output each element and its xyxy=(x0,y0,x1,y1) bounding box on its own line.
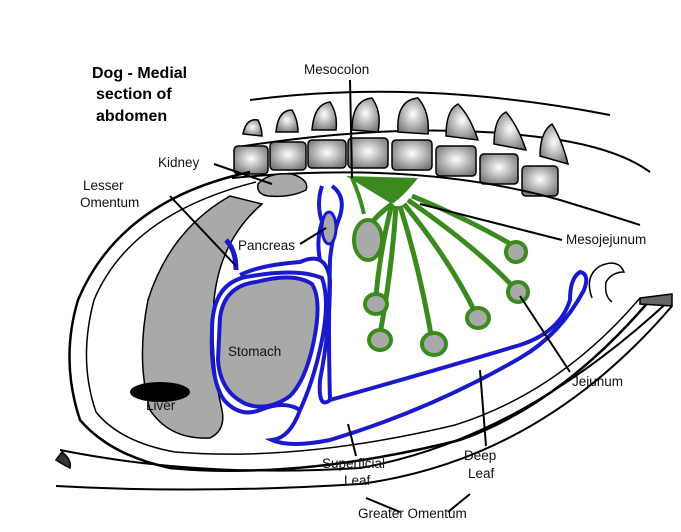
deep-leaf-label-1: Deep xyxy=(464,448,496,463)
spinous-process xyxy=(242,119,263,137)
deep-leaf-label-2: Leaf xyxy=(468,466,495,481)
vertebral-body xyxy=(521,165,559,197)
vertebral-body xyxy=(269,141,307,171)
spinous-process xyxy=(311,101,338,131)
pancreas-label: Pancreas xyxy=(238,238,295,253)
title-line-1: Dog - Medial xyxy=(92,65,187,82)
jejunum-label: Jejunum xyxy=(572,374,623,389)
jejunum-loop xyxy=(420,331,448,357)
jejunum-loop xyxy=(465,306,491,330)
kidney xyxy=(256,172,308,198)
pancreas xyxy=(316,184,344,401)
liver-dark-patch xyxy=(130,382,190,402)
vertebral-body xyxy=(435,145,477,177)
lesser-omentum-label-1: Lesser xyxy=(83,178,124,193)
leader-lines xyxy=(169,79,571,513)
vertebral-column xyxy=(231,90,651,226)
diagram-title: Dog - Medial section of abdomen xyxy=(92,65,187,125)
kidney-label: Kidney xyxy=(158,155,200,170)
spinous-process xyxy=(445,103,480,141)
spinous-process xyxy=(539,122,570,166)
labels: Mesocolon Kidney Lesser Omentum Pancreas… xyxy=(80,62,646,521)
superficial-leaf-label-1: Superficial xyxy=(322,456,385,471)
greater-omentum xyxy=(209,238,589,446)
body-wall-tip-left xyxy=(54,450,72,470)
mesocolon-label: Mesocolon xyxy=(304,62,369,77)
lesser-omentum-label-2: Omentum xyxy=(80,195,139,210)
vertebral-body xyxy=(233,145,269,175)
body-wall-tip-right xyxy=(639,293,673,307)
title-line-3: abdomen xyxy=(96,108,167,125)
spinous-process xyxy=(397,97,430,135)
vertebral-body xyxy=(347,137,389,169)
stomach: Stomach xyxy=(215,275,320,409)
jejunum-loop xyxy=(367,328,393,352)
liver-label: Liver xyxy=(146,398,176,413)
stomach-label: Stomach xyxy=(228,344,281,359)
vertebral-body xyxy=(479,153,519,185)
liver-region: Liver xyxy=(130,195,264,439)
vertebral-body xyxy=(391,139,433,171)
jejunum-loop xyxy=(352,218,384,262)
jejunum-loop xyxy=(363,292,389,316)
body-wall xyxy=(54,170,673,491)
spinous-process xyxy=(275,109,299,133)
spinous-process xyxy=(351,97,380,133)
greater-omentum-label: Greater Omentum xyxy=(358,506,467,521)
superficial-leaf-label-2: Leaf xyxy=(344,473,371,488)
vertebral-body xyxy=(307,139,347,169)
jejunum-loop xyxy=(506,280,530,304)
jejunum-loop xyxy=(504,240,528,264)
mesojejunum-label: Mesojejunum xyxy=(566,232,646,247)
mesentery xyxy=(346,176,530,357)
spinous-process xyxy=(493,111,528,151)
title-line-2: section of xyxy=(96,86,172,103)
